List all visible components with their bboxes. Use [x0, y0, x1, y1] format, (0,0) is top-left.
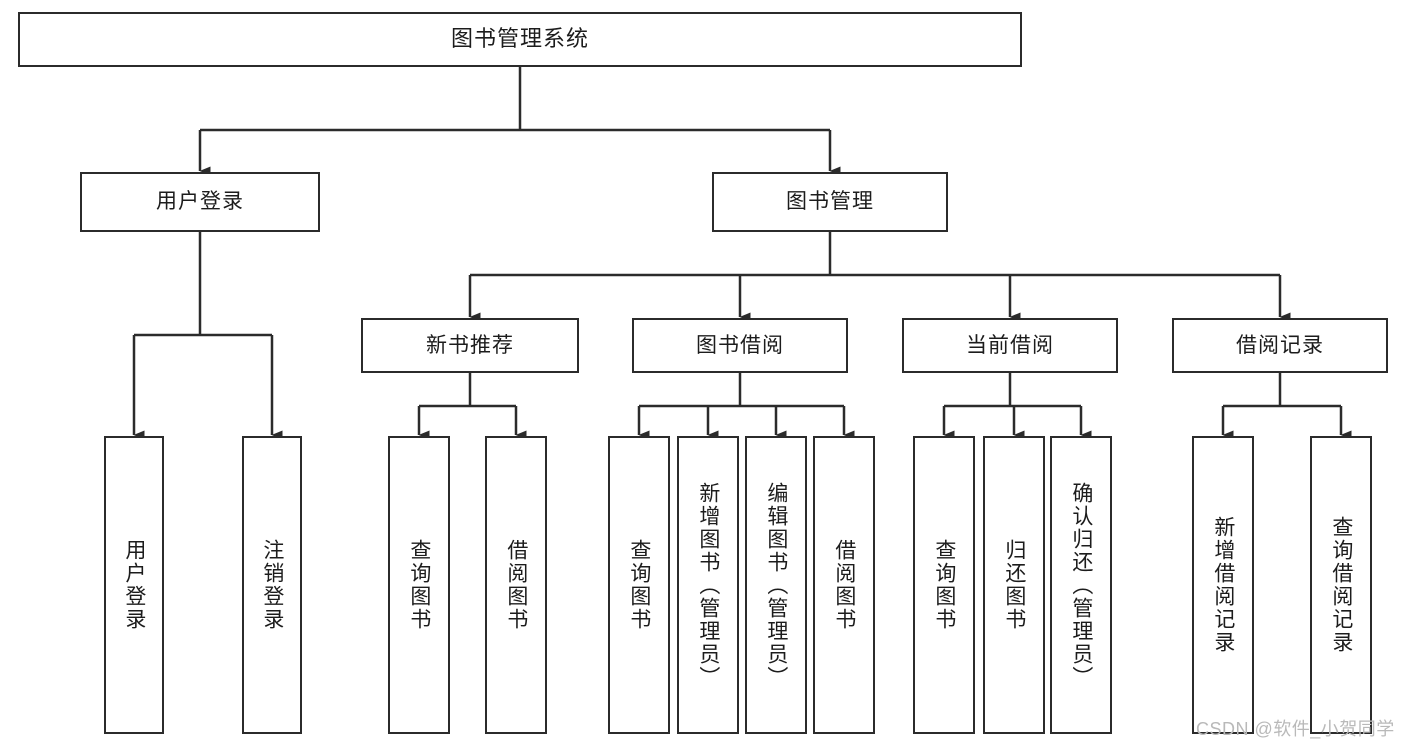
node-label: 查询图书 — [932, 539, 956, 631]
connector-lines — [132, 67, 1352, 440]
node-label: 注销登录 — [260, 539, 284, 631]
node-leaf-user-login[interactable]: 用户登录 — [104, 436, 164, 734]
csdn-watermark: CSDN @软件_小贺同学 — [1196, 719, 1395, 739]
node-book-manage[interactable]: 图书管理 — [712, 172, 948, 232]
node-new-book-rec[interactable]: 新书推荐 — [361, 318, 579, 373]
node-label: 编辑图书（管理员） — [764, 481, 788, 689]
node-leaf-query-book-3[interactable]: 查询图书 — [913, 436, 975, 734]
node-leaf-borrow-book-1[interactable]: 借阅图书 — [485, 436, 547, 734]
node-label: 用户登录 — [156, 190, 244, 214]
node-label: 借阅图书 — [832, 539, 856, 631]
node-label: 查询图书 — [627, 539, 651, 631]
node-leaf-borrow-book-2[interactable]: 借阅图书 — [813, 436, 875, 734]
node-leaf-add-record[interactable]: 新增借阅记录 — [1192, 436, 1254, 734]
node-label: 查询图书 — [407, 539, 431, 631]
node-label: 新增图书（管理员） — [696, 481, 720, 689]
node-book-borrow[interactable]: 图书借阅 — [632, 318, 848, 373]
node-leaf-return-book[interactable]: 归还图书 — [983, 436, 1045, 734]
node-leaf-confirm-return[interactable]: 确认归还（管理员） — [1050, 436, 1112, 734]
node-user-login[interactable]: 用户登录 — [80, 172, 320, 232]
node-label: 借阅图书 — [504, 539, 528, 631]
node-label: 用户登录 — [122, 539, 146, 631]
node-label: 借阅记录 — [1236, 333, 1324, 357]
node-leaf-logout[interactable]: 注销登录 — [242, 436, 302, 734]
node-label: 图书借阅 — [696, 333, 784, 357]
node-leaf-query-book-1[interactable]: 查询图书 — [388, 436, 450, 734]
node-leaf-query-record[interactable]: 查询借阅记录 — [1310, 436, 1372, 734]
node-label: 新增借阅记录 — [1211, 516, 1235, 654]
node-current-borrow[interactable]: 当前借阅 — [902, 318, 1118, 373]
node-borrow-record[interactable]: 借阅记录 — [1172, 318, 1388, 373]
node-leaf-add-book[interactable]: 新增图书（管理员） — [677, 436, 739, 734]
node-label: 新书推荐 — [426, 333, 514, 357]
node-label: 图书管理系统 — [450, 26, 589, 52]
node-leaf-query-book-2[interactable]: 查询图书 — [608, 436, 670, 734]
node-label: 确认归还（管理员） — [1069, 481, 1093, 689]
node-root[interactable]: 图书管理系统 — [18, 12, 1022, 67]
node-label: 查询借阅记录 — [1329, 516, 1353, 654]
node-label: 归还图书 — [1002, 539, 1026, 631]
node-label: 图书管理 — [786, 190, 874, 214]
node-leaf-edit-book[interactable]: 编辑图书（管理员） — [745, 436, 807, 734]
node-label: 当前借阅 — [966, 333, 1054, 357]
